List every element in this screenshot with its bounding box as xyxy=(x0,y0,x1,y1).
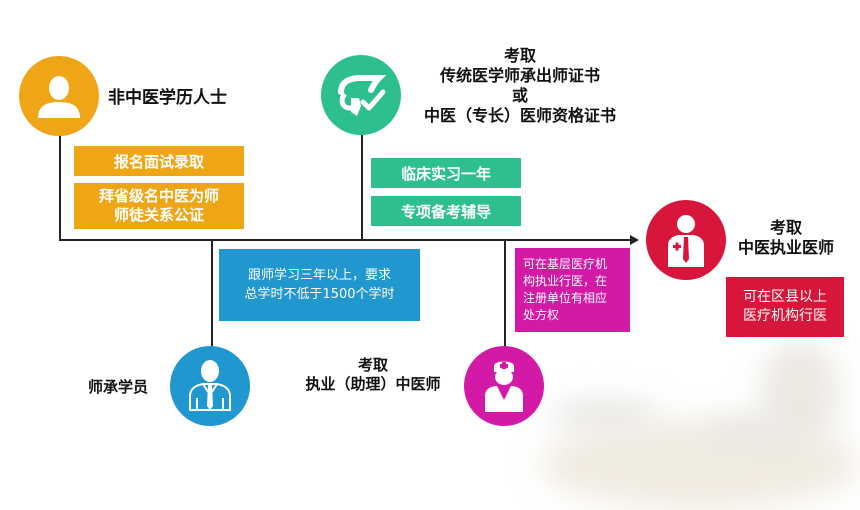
step-enroll: 报名面试录取 xyxy=(74,146,244,176)
nurse-icon xyxy=(485,361,523,412)
step-exam-prep: 专项备考辅导 xyxy=(371,196,521,226)
businessman-icon xyxy=(189,360,231,411)
doctor-circle xyxy=(646,200,726,280)
step-mentor: 拜省级名中医为师 师徒关系公证 xyxy=(74,183,244,229)
connector-apprentice xyxy=(211,240,213,348)
licensed-note: 可在区县以上 医疗机构行医 xyxy=(726,277,844,337)
connector-certificate xyxy=(361,110,363,240)
certificate-circle xyxy=(321,55,401,135)
assistant-title: 考取 执业（助理）中医师 xyxy=(305,356,441,393)
mountain-hill xyxy=(550,400,660,430)
connector-assistant xyxy=(504,240,506,348)
apprentice-title: 师承学员 xyxy=(88,378,149,396)
assistant-circle xyxy=(464,346,544,426)
person-circle xyxy=(19,56,99,136)
non-tcm-title: 非中医学历人士 xyxy=(108,88,227,108)
assistant-note: 可在基层医疗机 构执业行医，在 注册单位有相应 处方权 xyxy=(515,248,630,332)
main-timeline xyxy=(59,239,633,241)
step-internship: 临床实习一年 xyxy=(371,158,521,188)
mountain-hill xyxy=(700,420,790,442)
apprentice-note: 跟师学习三年以上，要求 总学时不低于1500个学时 xyxy=(219,249,420,321)
person-silhouette-icon xyxy=(38,76,80,118)
diploma-check-icon xyxy=(338,75,387,116)
arrow-head-icon xyxy=(630,235,639,245)
apprentice-circle xyxy=(170,346,250,426)
connector-left xyxy=(59,100,61,241)
certificate-title: 考取 传统医学师承出师证书 或 中医（专长）医师资格证书 xyxy=(423,46,616,125)
doctor-icon xyxy=(668,215,704,267)
licensed-title: 考取 中医执业医师 xyxy=(737,218,834,257)
